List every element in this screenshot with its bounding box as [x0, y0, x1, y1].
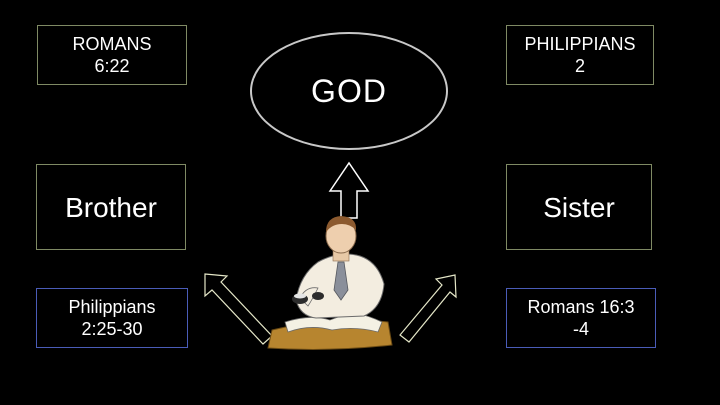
diagonal-left-arrow-icon: [205, 274, 272, 344]
diagonal-right-arrow-icon: [400, 275, 456, 342]
man-reading-clipart-icon: [268, 216, 392, 349]
up-arrow-icon: [330, 163, 368, 218]
